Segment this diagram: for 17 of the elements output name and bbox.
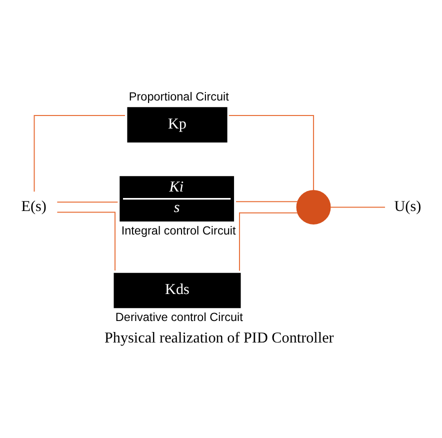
caption: Physical realization of PID Controller <box>104 330 334 347</box>
node-box: Kds <box>114 272 241 308</box>
connector <box>57 212 116 271</box>
node-label: Integral control Circuit <box>121 224 236 238</box>
connector <box>239 212 298 271</box>
node-box: Ki s <box>120 176 234 222</box>
connector <box>34 115 125 192</box>
node-label: Derivative control Circuit <box>115 310 243 324</box>
connector <box>228 115 314 190</box>
node-text: E(s) <box>21 198 46 215</box>
connector <box>57 202 118 203</box>
connector <box>330 206 386 208</box>
node-label: Proportional Circuit <box>128 90 229 104</box>
node-text: U(s) <box>394 198 422 215</box>
node-box: Kp <box>127 107 228 142</box>
node-circle <box>296 190 331 224</box>
connector <box>236 201 298 202</box>
